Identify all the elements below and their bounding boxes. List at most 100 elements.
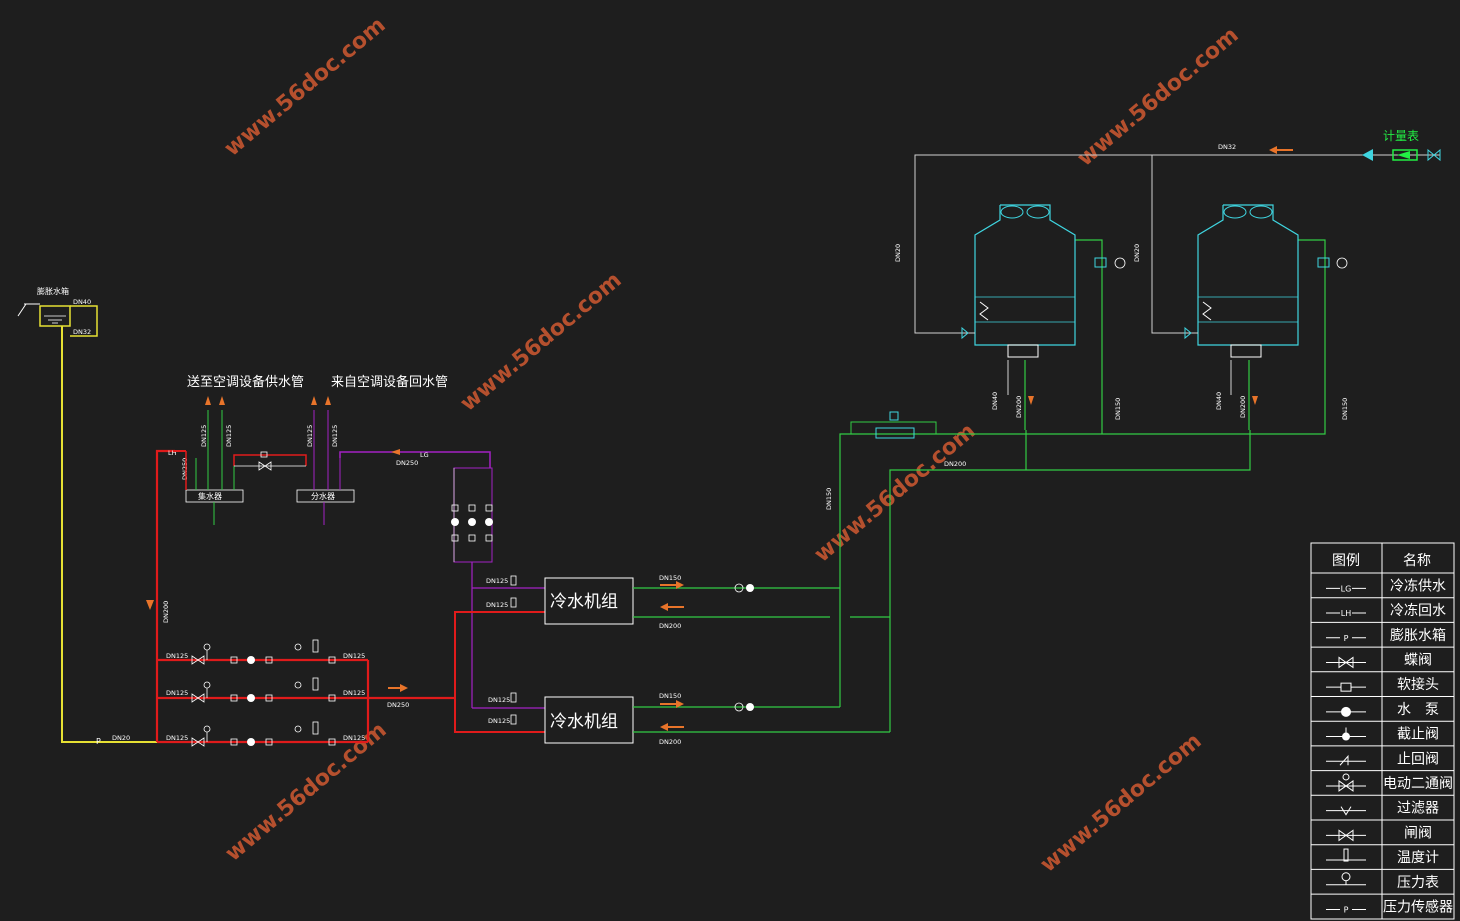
legend-name: 电动二通阀 <box>1383 776 1453 792</box>
legend-symbol-motor <box>1326 773 1366 792</box>
legend-header-name: 名称 <box>1403 553 1431 569</box>
legend-symbol-gate <box>1326 829 1366 842</box>
legend-symbol-lg: LG <box>1326 583 1366 594</box>
chiller-2-label: 冷水机组 <box>550 712 618 732</box>
legend-symbol-text: LG <box>1341 584 1352 593</box>
svg-text:DN125: DN125 <box>225 425 233 447</box>
svg-text:DN150: DN150 <box>659 692 681 700</box>
dn250-label: DN250 <box>387 701 409 709</box>
svg-text:DN200: DN200 <box>659 622 681 630</box>
legend-row: P 压力传感器 <box>1311 893 1454 915</box>
condenser-water: DN150 DN200 DN150 DN200 DN150 DN200 DN15… <box>633 239 1349 746</box>
legend-row: 截止阀 <box>1311 720 1454 743</box>
legend-row: LH 冷冻回水 <box>1311 597 1454 619</box>
lg-label: LG <box>420 451 429 459</box>
legend-row: 压力表 <box>1311 868 1454 891</box>
svg-text:DN125: DN125 <box>331 425 339 447</box>
legend-name: 蝶阀 <box>1404 652 1432 668</box>
svg-text:DN32: DN32 <box>1218 143 1236 151</box>
expansion-tank: 膨胀水箱 DN40 DN32 P DN20 <box>17 286 157 746</box>
legend-row: 蝶阀 <box>1311 646 1454 668</box>
distributor-label: 分水器 <box>311 491 335 501</box>
legend-symbol-p: P <box>1326 632 1366 643</box>
svg-text:DN40: DN40 <box>1215 392 1223 410</box>
svg-text:DN125: DN125 <box>488 696 510 704</box>
svg-text:DN200: DN200 <box>659 738 681 746</box>
svg-text:DN125: DN125 <box>306 425 314 447</box>
legend-row: 止回阀 <box>1311 745 1454 767</box>
legend-symbol-gauge <box>1326 872 1366 886</box>
p-mark: P <box>96 737 101 746</box>
legend-name: 冷冻供水 <box>1390 577 1446 594</box>
pump-row: DN125 DN125 <box>166 677 365 703</box>
legend-symbol-text: P <box>1344 634 1349 643</box>
svg-text:DN150: DN150 <box>1114 398 1122 420</box>
chiller-1-label: 冷水机组 <box>550 592 618 612</box>
chiller-2: 冷水机组 <box>544 696 634 744</box>
meter-label: 计量表 <box>1383 129 1419 143</box>
legend-row: 水 泵 <box>1311 696 1454 718</box>
legend-name: 膨胀水箱 <box>1390 627 1446 644</box>
svg-text:DN125: DN125 <box>166 689 188 697</box>
expansion-tank-box <box>39 305 71 327</box>
legend-symbol-text: LH <box>1341 609 1351 618</box>
svg-text:DN40: DN40 <box>991 392 999 410</box>
legend-symbol-flex <box>1326 682 1366 692</box>
svg-text:DN125: DN125 <box>343 652 365 660</box>
supply-to-ac-label: 送至空调设备供水管 <box>187 374 304 390</box>
legend-name: 冷冻回水 <box>1390 602 1446 619</box>
legend-name: 闸阀 <box>1404 825 1432 841</box>
svg-text:DN125: DN125 <box>166 652 188 660</box>
pump-row: DN125 DN125 <box>166 721 365 747</box>
dn32-label: DN32 <box>73 328 91 336</box>
svg-text:DN125: DN125 <box>486 577 508 585</box>
svg-text:DN150: DN150 <box>825 488 833 510</box>
legend-row: 闸阀 <box>1311 819 1454 842</box>
legend-symbol-globe <box>1326 727 1366 741</box>
makeup-water: DN32 DN20 DN20 计量表 <box>894 129 1441 340</box>
legend-symbol-thermo <box>1326 848 1366 862</box>
expansion-tank-label: 膨胀水箱 <box>37 286 69 296</box>
legend-name: 温度计 <box>1397 850 1439 866</box>
pump-row: DN125 DN125 <box>166 639 365 665</box>
svg-text:DN200: DN200 <box>1015 396 1023 418</box>
svg-text:DN150: DN150 <box>659 574 681 582</box>
svg-text:DN20: DN20 <box>1133 244 1141 262</box>
legend-symbol-text: P <box>1344 905 1349 914</box>
dn40-label: DN40 <box>73 298 91 306</box>
return-from-ac-label: 来自空调设备回水管 <box>331 374 448 390</box>
legend-name: 水 泵 <box>1397 702 1439 718</box>
legend-name: 过滤器 <box>1397 801 1439 817</box>
supply-pump-group: DN125 DN125 DN125 DN125 <box>451 467 545 733</box>
svg-text:DN125: DN125 <box>200 425 208 447</box>
svg-text:DN150: DN150 <box>1341 398 1349 420</box>
svg-text:DN250: DN250 <box>396 459 418 467</box>
svg-text:DN20: DN20 <box>894 244 902 262</box>
headers: 送至空调设备供水管 来自空调设备回水管 集水器 DN125 DN125 DN25… <box>175 374 491 525</box>
pump-header: DN200 LH DN250 DN125 DN125 DN125 DN125 <box>146 449 455 747</box>
legend-row: LG 冷冻供水 <box>1326 577 1446 594</box>
cooling-tower-1: DN40 DN200 <box>974 204 1126 430</box>
svg-text:DN200: DN200 <box>944 460 966 468</box>
legend-name: 压力传感器 <box>1383 898 1453 915</box>
collector-label: 集水器 <box>198 491 222 501</box>
legend-symbol-check <box>1326 754 1366 766</box>
chiller-1: 冷水机组 <box>544 577 634 625</box>
legend-name: 压力表 <box>1397 875 1439 891</box>
legend-row: 软接头 <box>1311 671 1454 693</box>
distributor-box <box>296 489 355 503</box>
svg-text:DN250: DN250 <box>181 458 189 480</box>
legend-name: 软接头 <box>1397 676 1439 693</box>
svg-text:DN125: DN125 <box>343 689 365 697</box>
svg-text:DN125: DN125 <box>488 717 510 725</box>
svg-text:DN125: DN125 <box>166 734 188 742</box>
cooling-tower-2: DN40 DN200 <box>1197 204 1348 430</box>
svg-text:DN125: DN125 <box>343 734 365 742</box>
dn200-label: DN200 <box>162 601 170 623</box>
legend-header-symbol: 图例 <box>1332 553 1360 569</box>
legend-symbol-pump <box>1326 706 1366 717</box>
svg-text:DN125: DN125 <box>486 601 508 609</box>
legend-row: P 膨胀水箱 <box>1311 621 1454 644</box>
